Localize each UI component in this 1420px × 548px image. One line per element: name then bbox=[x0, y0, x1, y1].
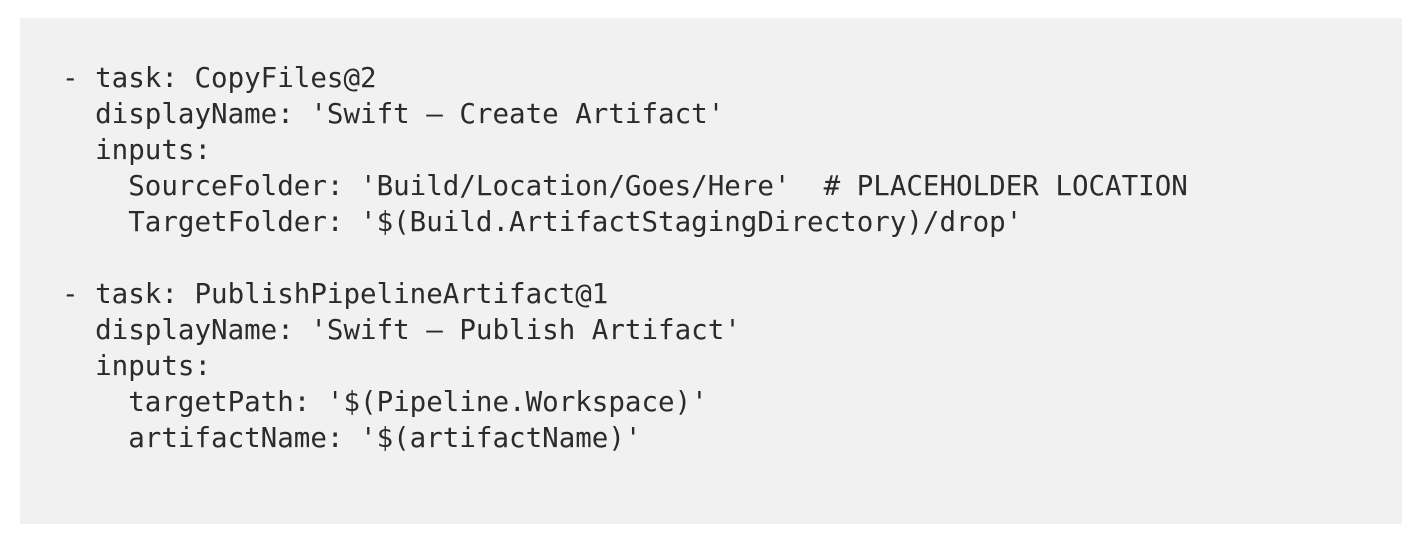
code-line: - task: CopyFiles@2 bbox=[62, 62, 377, 94]
code-line: inputs: bbox=[62, 134, 212, 166]
code-line: artifactName: '$(artifactName)' bbox=[62, 422, 642, 454]
yaml-code-listing[interactable]: - task: CopyFiles@2 displayName: 'Swift … bbox=[62, 60, 1402, 456]
code-line: TargetFolder: '$(Build.ArtifactStagingDi… bbox=[62, 206, 1023, 238]
code-line: SourceFolder: 'Build/Location/Goes/Here'… bbox=[62, 170, 1188, 202]
code-line: displayName: 'Swift – Publish Artifact' bbox=[62, 314, 741, 346]
code-line: - task: PublishPipelineArtifact@1 bbox=[62, 278, 609, 310]
code-line: targetPath: '$(Pipeline.Workspace)' bbox=[62, 386, 708, 418]
code-line: inputs: bbox=[62, 350, 212, 382]
code-line: displayName: 'Swift – Create Artifact' bbox=[62, 98, 725, 130]
code-line-blank bbox=[62, 240, 1402, 276]
code-block-panel: - task: CopyFiles@2 displayName: 'Swift … bbox=[20, 18, 1402, 524]
